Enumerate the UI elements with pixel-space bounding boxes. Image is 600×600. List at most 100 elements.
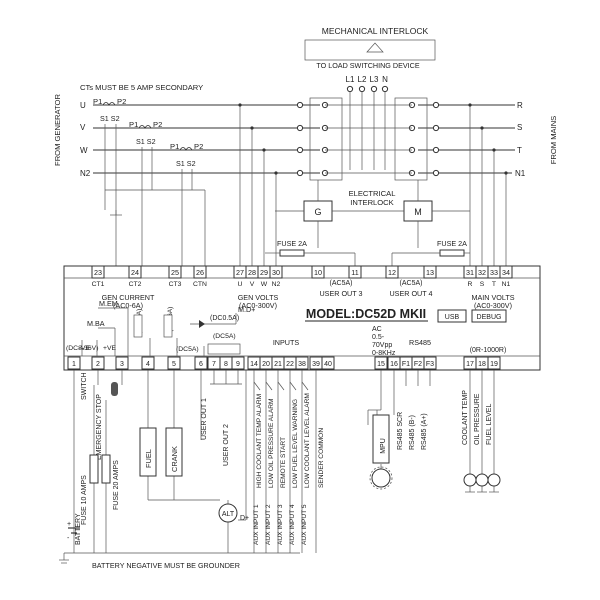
fuse-20-label: FUSE 20 AMPS (113, 460, 120, 510)
load-risers (349, 92, 386, 170)
rs485-b-label: RS485 (B-) (409, 415, 416, 450)
gen-current-range: (AC0-6A) (113, 301, 143, 310)
bottom-terminal-number: F1 (402, 361, 410, 368)
top-terminal-number: 33 (490, 268, 498, 277)
emergency-stop-label: EMERGENCY STOP (96, 394, 103, 460)
crank-relay (165, 427, 183, 477)
diode-icon (199, 320, 205, 328)
load-circles (346, 85, 389, 93)
input-function-label: LOW OIL PRESSURE ALARM (268, 398, 275, 488)
to-load-label: TO LOAD SWITCHING DEVICE (316, 61, 420, 70)
load-n: N (382, 75, 388, 84)
fuel-relay (139, 427, 157, 477)
top-terminal-number: 12 (388, 268, 396, 277)
contact-circles (296, 101, 440, 177)
top-terminal-signal: N1 (502, 281, 511, 288)
top-terminal-signal: W (261, 281, 268, 288)
contactor-m-label: M (414, 207, 422, 217)
bottom-terminal-box (91, 356, 105, 370)
contactor-g-label: G (314, 207, 321, 217)
rs485-scr-label: RS485 SCR (397, 412, 404, 450)
top-terminal-signal: V (250, 281, 255, 288)
sender-icons (463, 473, 501, 487)
flywheel-teeth (369, 466, 393, 490)
main-volts-range: (AC0-300V) (474, 301, 512, 310)
alternator-icon (218, 503, 238, 523)
top-terminal-box (385, 265, 399, 279)
top-terminal-number: 30 (272, 268, 280, 277)
bottom-terminal-number: 18 (478, 361, 486, 368)
top-terminal-number: 27 (236, 268, 244, 277)
bottom-terminal-number: 20 (262, 361, 270, 368)
phase-n1: N1 (515, 169, 526, 178)
mechanical-interlock-label: MECHANICAL INTERLOCK (322, 26, 429, 36)
bottom-terminal-number: 16 (390, 361, 398, 368)
top-terminal-signal: N2 (272, 281, 281, 288)
bottom-terminal-box (231, 356, 245, 370)
phase-s: S (517, 123, 522, 132)
top-terminal-number: 13 (426, 268, 434, 277)
bottom-terminal-box (487, 356, 501, 370)
ac-spec-2: 0.5- (372, 334, 385, 341)
top-terminal-number: 23 (94, 268, 102, 277)
ac-spec-1: AC (372, 326, 382, 333)
bottom-terminal-number: 15 (377, 361, 385, 368)
mpu-label: MPU (380, 438, 387, 454)
usb-label: USB (445, 314, 460, 321)
fuel-level-label: FUEL LEVEL (486, 404, 493, 445)
top-terminal-signal: R (468, 281, 473, 288)
top-terminal-signal: S (480, 281, 485, 288)
phase-v: V (80, 123, 86, 132)
volt-sense-wires (239, 105, 507, 266)
sensor-wires (469, 370, 495, 492)
ct1: P1 P2 S1 S2 (93, 97, 126, 123)
bottom-terminal-box (295, 356, 309, 370)
battery-icon (68, 527, 80, 534)
top-terminal-signal: CT1 (92, 281, 105, 288)
top-terminal-signal: T (492, 281, 496, 288)
ct2: P1 P2 S1 S2 (129, 120, 162, 146)
user-out-1-label: USER OUT 1 (201, 398, 208, 440)
mechanical-interlock-box (304, 39, 436, 61)
minus-ve-label: -VE (79, 345, 91, 352)
input-function-label: HIGH COOLANT TEMP ALARM (256, 394, 263, 488)
top-terminal-box (193, 265, 207, 279)
gen-current-label: GEN CURRENT (102, 293, 155, 302)
load-l2: L2 (358, 75, 367, 84)
from-mains-label: FROM MAINS (549, 116, 558, 165)
svg-text:P2: P2 (117, 97, 126, 106)
bottom-terminal-number: 6 (199, 361, 203, 368)
top-terminal-signal: CT2 (129, 281, 142, 288)
top-terminal-box (348, 265, 362, 279)
fuse-10a (89, 454, 99, 484)
svg-text:S1 S2: S1 S2 (136, 137, 156, 146)
debug-port (471, 309, 507, 323)
aux-input-label: AUX INPUT 3 (277, 504, 284, 545)
input-switches (253, 381, 309, 391)
rs485-wires (405, 370, 431, 386)
svg-text:S1 S2: S1 S2 (176, 159, 196, 168)
battery-plus: + (67, 521, 71, 528)
top-terminal-number: 32 (478, 268, 486, 277)
d-plus-label: D+ (240, 515, 249, 522)
bottom-terminal-box (141, 356, 155, 370)
volt-sense-dots (238, 103, 508, 175)
fuse-20a (101, 454, 111, 484)
aux-input-label: AUX INPUT 1 (253, 504, 260, 545)
bottom-terminal-number: 1 (72, 361, 76, 368)
coolant-temp-label: COOLANT TEMP (462, 390, 469, 445)
fuse-left-label: FUSE 2A (277, 239, 307, 248)
electrical-interlock-line1: ELECTRICAL (349, 189, 396, 198)
alt-label: ALT (222, 511, 235, 518)
ct-secondary-wires (104, 124, 206, 266)
dc05a-label: (DC0.5A) (210, 315, 239, 322)
phase-u: U (80, 101, 86, 110)
top-terminal-number: 34 (502, 268, 510, 277)
top-terminal-number: 31 (466, 268, 474, 277)
svg-text:P1: P1 (129, 120, 138, 129)
bottom-terminal-box (167, 356, 181, 370)
bottom-terminal-number: 8 (224, 361, 228, 368)
aux-input-label: AUX INPUT 2 (265, 504, 272, 545)
